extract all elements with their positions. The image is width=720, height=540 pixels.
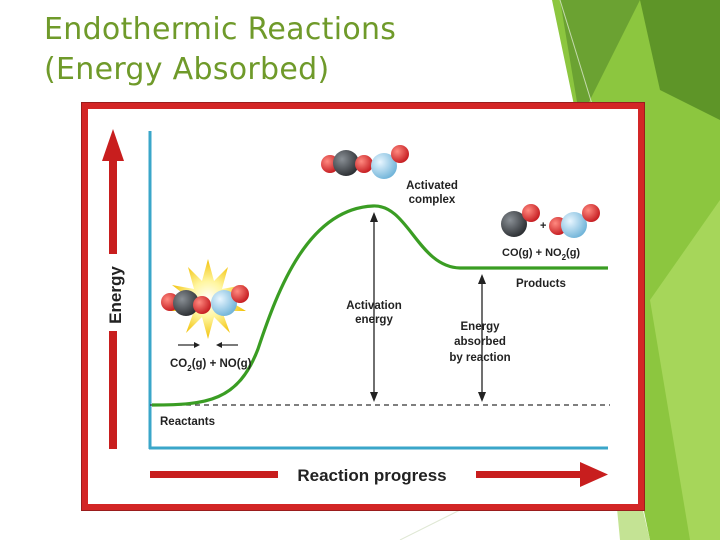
products-formula: CO(g) + NO2(g) [502, 247, 580, 262]
activated-complex-label-line1: Activated [406, 180, 458, 192]
reactants-formula: CO2(g) + NO(g) [170, 358, 252, 373]
product-co-molecule-icon [501, 204, 540, 237]
activation-energy-arrow [370, 212, 378, 402]
deco-dark-triangle [560, 0, 640, 120]
reactant-co2-molecule-icon [161, 290, 211, 316]
slide-title: Endothermic Reactions (Energy Absorbed) [44, 10, 544, 90]
slide-title-line1: Endothermic Reactions [44, 12, 397, 47]
energy-absorbed-label-line2: absorbed [454, 336, 506, 348]
activated-complex-label-line2: complex [409, 194, 456, 206]
reaction-progress-label: Reaction progress [297, 466, 446, 485]
energy-diagram-figure: Energy Reaction progress Activat [82, 103, 644, 510]
deco-line-bottom [399, 509, 461, 540]
energy-absorbed-label-line3: by reaction [449, 352, 510, 364]
product-plus-sign: + [540, 220, 546, 232]
reaction-progress-arrow [150, 462, 608, 487]
deco-dark-triangle-top [640, 0, 720, 120]
reactants-label: Reactants [160, 416, 215, 428]
reactant-no-molecule-icon [211, 285, 249, 316]
energy-absorbed-arrow [478, 274, 486, 402]
deco-light-triangle [650, 200, 720, 540]
products-label: Products [516, 278, 566, 290]
energy-diagram: Energy Reaction progress Activat [102, 129, 610, 487]
reactant-approach-arrows [178, 342, 238, 348]
activation-energy-label-line1: Activation [346, 300, 402, 312]
energy-curve [151, 204, 608, 407]
energy-axis-label: Energy [106, 266, 125, 324]
slide-title-line2: (Energy Absorbed) [44, 52, 330, 87]
energy-absorbed-label-line1: Energy [461, 321, 501, 333]
energy-axis-arrow [102, 129, 124, 449]
product-no2-molecule-icon [549, 204, 600, 238]
activation-energy-label-line2: energy [355, 314, 393, 326]
activated-complex-molecule-icon [321, 145, 409, 179]
